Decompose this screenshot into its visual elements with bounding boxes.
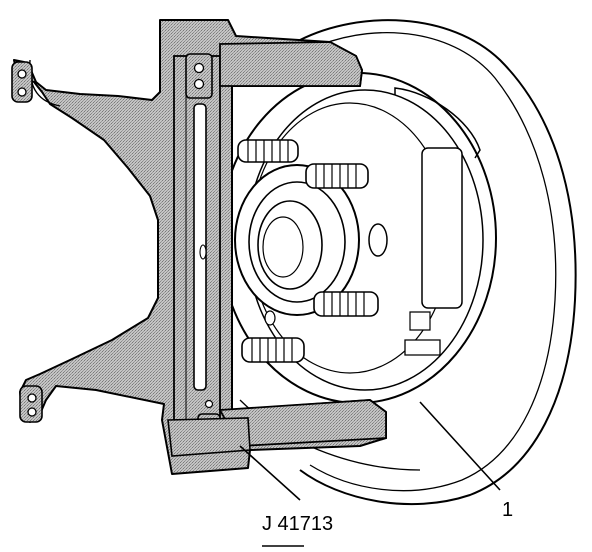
wheel-studs	[237, 139, 379, 363]
flange-hole-right	[368, 223, 388, 257]
tool-label: J 41713	[262, 513, 333, 535]
fixture-upper-arm-bolt-2	[17, 87, 27, 97]
rotor-inner-edge	[309, 32, 557, 492]
fixture-slide-slot	[193, 103, 207, 391]
wheel-stud-upper-right	[305, 163, 369, 189]
hub-step-lower	[404, 339, 441, 356]
fixture-lower-arm-pad	[19, 385, 43, 423]
wheel-stud-upper-left	[237, 139, 299, 163]
fixture-rail-hole	[199, 244, 207, 260]
fixture-top-clamp	[185, 53, 213, 99]
wheel-stud-lower-right	[313, 291, 379, 317]
wheel-stud-lower-left	[241, 337, 305, 363]
fixture-upper-crossbar	[219, 41, 363, 87]
fixture-top-clamp-bolt-2	[193, 78, 205, 90]
fixture-lower-arm-bolt-2	[27, 407, 37, 417]
fixture-upper-arm-bolt-1	[17, 69, 27, 79]
leader-lines	[239, 401, 501, 501]
fixture-top-clamp-bolt-1	[193, 62, 205, 74]
fixture-lower-crossbar-face	[167, 417, 251, 457]
callout-1-label: 1	[502, 499, 513, 521]
leader-line-callout-1	[419, 401, 501, 491]
hub-step-top	[394, 87, 481, 159]
center-bore-inner-hole	[262, 216, 304, 278]
flange-hole-left	[264, 310, 276, 326]
fixture-upper-arm-pad	[11, 61, 33, 103]
hub-bracket-slot-upper	[421, 147, 463, 309]
leader-line-tool	[239, 445, 301, 501]
fixture-lower-arm-bolt-1	[27, 393, 37, 403]
fixture-bottom-clamp-bolt-1	[204, 399, 214, 409]
hub-step-lower-2	[409, 311, 431, 331]
holding-fixture	[11, 19, 387, 475]
